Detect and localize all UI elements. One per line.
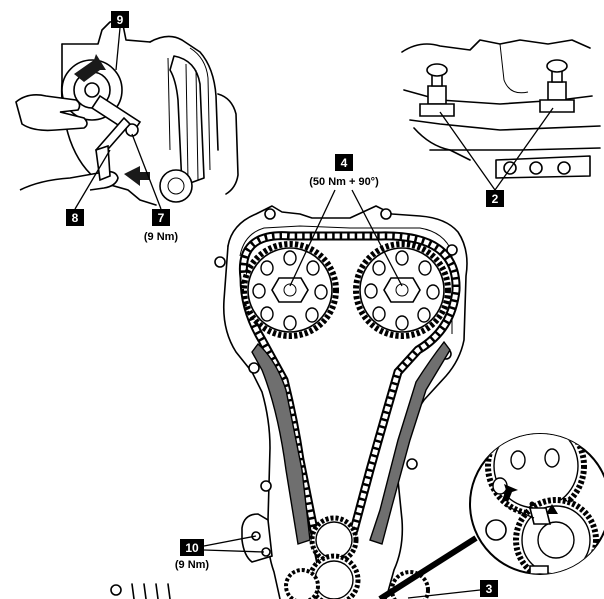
svg-text:4: 4: [341, 156, 348, 170]
inset-crank-sprocket: [159, 169, 193, 203]
timing-mark-arrow-icon: [502, 484, 518, 502]
inset-camshaft-cap-detail: [401, 39, 601, 179]
inset-tensioner-detail: [15, 19, 239, 206]
rotation-arrow-icon: [74, 54, 106, 82]
inset-timing-marks-detail: [378, 433, 604, 599]
tensioner-bolt: [125, 123, 139, 137]
callout-3: 3: [407, 580, 498, 599]
camshaft-bolt-left: [419, 63, 455, 117]
callout-2: 2: [439, 107, 554, 207]
direction-arrow-icon: [124, 166, 150, 186]
svg-text:2: 2: [492, 192, 499, 206]
camshaft-bolt-right: [539, 59, 575, 113]
timing-chain: [238, 231, 461, 565]
timing-mark-triangle-icon: [546, 504, 558, 514]
svg-text:7: 7: [158, 211, 165, 225]
camshaft-sprocket-left: [241, 241, 339, 339]
svg-text:(9 Nm): (9 Nm): [175, 559, 210, 571]
svg-text:3: 3: [486, 582, 493, 596]
svg-text:(9 Nm): (9 Nm): [144, 231, 179, 243]
callout-10: 10 (9 Nm): [175, 535, 265, 571]
callout-4: 4 (50 Nm + 90°): [289, 154, 403, 287]
bottom-left-parts: [110, 583, 171, 599]
callout-8: 8: [66, 149, 111, 226]
chain-guide-rail-left: [251, 342, 311, 545]
camshaft-sprocket-right: [353, 241, 451, 339]
hand-illustration: [15, 94, 88, 132]
svg-text:(50 Nm + 90°): (50 Nm + 90°): [309, 176, 379, 188]
callout-9: 9: [111, 11, 129, 71]
svg-text:9: 9: [117, 13, 124, 27]
svg-text:10: 10: [185, 541, 199, 555]
callout-7: 7 (9 Nm): [131, 133, 179, 243]
svg-text:8: 8: [72, 211, 79, 225]
chain-tensioner: [241, 513, 273, 563]
inset-chain: [185, 63, 199, 181]
chain-guide-rail-right: [369, 340, 451, 545]
